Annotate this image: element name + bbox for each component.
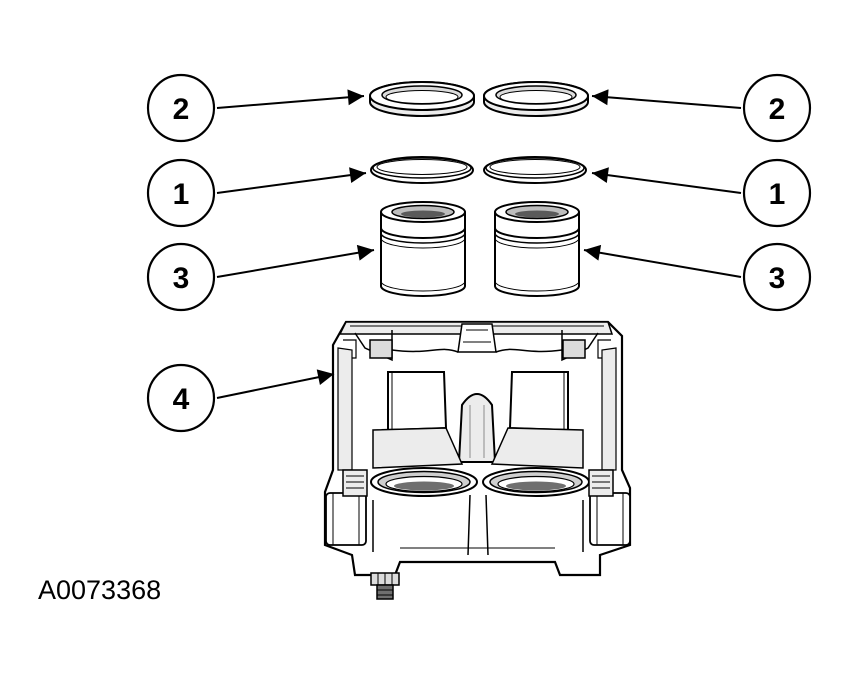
piston-right bbox=[494, 201, 580, 297]
callout-4: 4 bbox=[146, 363, 216, 433]
piston-seal-left bbox=[370, 156, 474, 184]
callout-1-left: 1 bbox=[146, 158, 216, 228]
caliper-housing bbox=[323, 320, 632, 600]
leader-arrow bbox=[591, 167, 742, 194]
leader-arrow bbox=[216, 244, 375, 278]
callout-2-left: 2 bbox=[146, 73, 216, 143]
piston-seal-right bbox=[483, 156, 587, 184]
callout-number: 2 bbox=[769, 93, 786, 126]
callout-number: 3 bbox=[173, 262, 190, 295]
callout-number: 1 bbox=[173, 178, 190, 211]
callout-2-right: 2 bbox=[742, 73, 812, 143]
callout-number: 1 bbox=[769, 178, 786, 211]
leader-arrow bbox=[216, 167, 367, 194]
callout-number: 4 bbox=[173, 383, 190, 416]
leader-arrow bbox=[583, 244, 742, 278]
piston-left bbox=[380, 201, 466, 297]
leader-arrow bbox=[216, 369, 335, 399]
callout-3-left: 3 bbox=[146, 242, 216, 312]
leader-arrows bbox=[216, 89, 742, 399]
callout-3-right: 3 bbox=[742, 242, 812, 312]
leader-arrow bbox=[591, 89, 742, 109]
figure-id: A0073368 bbox=[38, 575, 161, 605]
seal-boot-right bbox=[483, 81, 589, 117]
leader-arrow bbox=[216, 89, 365, 109]
callout-number: 2 bbox=[173, 93, 190, 126]
seal-boot-left bbox=[369, 81, 475, 117]
callout-1-right: 1 bbox=[742, 158, 812, 228]
callout-number: 3 bbox=[769, 262, 786, 295]
